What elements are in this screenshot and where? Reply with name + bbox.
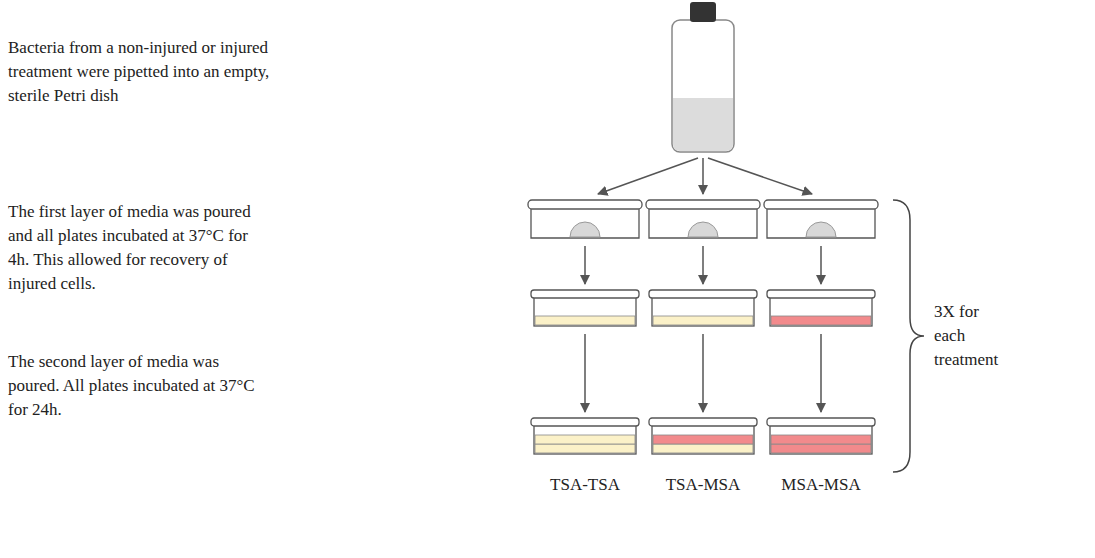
bracket-note: 3X for each treatment <box>934 300 1014 372</box>
bracket <box>893 200 924 472</box>
plate-drawing <box>647 416 759 460</box>
culture-bottle <box>672 2 734 152</box>
step-note: The first layer of media was poured and … <box>8 200 270 296</box>
final-plate: MSA-MSA <box>761 416 881 496</box>
step-arrows <box>585 246 821 412</box>
plate-label: TSA-TSA <box>525 474 645 496</box>
empty-dishes <box>528 200 878 238</box>
first-layer-plates <box>531 290 875 326</box>
plate-drawing <box>765 416 877 460</box>
plate-label: MSA-MSA <box>761 474 881 496</box>
plate-label: TSA-MSA <box>643 474 763 496</box>
step-note: Bacteria from a non-injured or injured t… <box>8 36 270 108</box>
plate-drawing <box>529 416 641 460</box>
step-note: The second layer of media was poured. Al… <box>8 350 270 422</box>
final-plate: TSA-TSA <box>525 416 645 496</box>
transfer-arrows <box>598 158 812 194</box>
final-plate: TSA-MSA <box>643 416 763 496</box>
